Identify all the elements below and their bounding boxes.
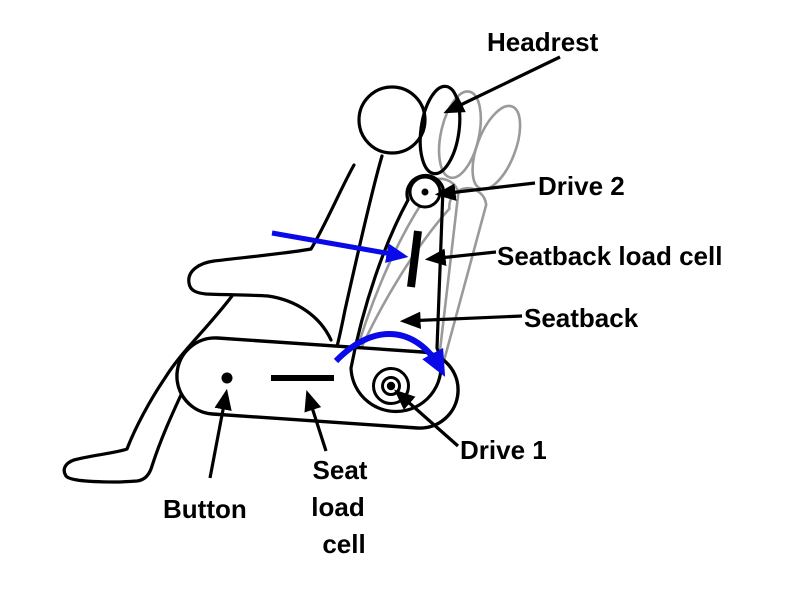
headrest-arrow — [443, 55, 561, 114]
seat-pan — [175, 336, 460, 430]
seatback-load-cell-arrow — [424, 248, 497, 267]
occupant-figure — [62, 85, 427, 484]
leader-arrows — [208, 55, 561, 479]
drive1-label: Drive 1 — [460, 435, 547, 465]
button-arrow — [208, 388, 232, 479]
seat-load-cell-label: Seat load cell — [311, 455, 368, 559]
drive1-pivot — [372, 367, 410, 405]
button-dot — [221, 372, 233, 384]
drive2-arrow — [434, 181, 536, 201]
seatback-load-cell-label: Seatback load cell — [497, 241, 722, 271]
seat-load-cell-label-line1: Seat — [313, 455, 368, 485]
seatback-label: Seatback — [524, 303, 639, 333]
applied-load-arrow — [271, 230, 409, 263]
drive1-arrow — [394, 389, 460, 448]
drive1-center-dot — [386, 381, 396, 391]
drive2-center-dot — [421, 188, 429, 196]
occupant-chest-arm-line — [187, 163, 356, 342]
seat-load-cell-label-line2: load — [311, 492, 364, 522]
occupant-head — [357, 85, 427, 155]
drive1-inner-circle — [381, 376, 401, 396]
headrest-label: Headrest — [487, 27, 599, 57]
seat-load-cell-label-line3: cell — [322, 529, 365, 559]
seat-load-cell-arrow — [304, 390, 328, 452]
occupant-back-line — [334, 154, 384, 352]
seatback-arrow — [399, 311, 523, 330]
button-label: Button — [163, 494, 247, 524]
seatback-load-cell-bar — [407, 230, 422, 288]
occupant-leg-foot-line — [62, 294, 234, 484]
seatback-rotation-arrow — [333, 331, 446, 377]
drive2-pivot — [408, 175, 442, 209]
drive2-label: Drive 2 — [538, 171, 625, 201]
